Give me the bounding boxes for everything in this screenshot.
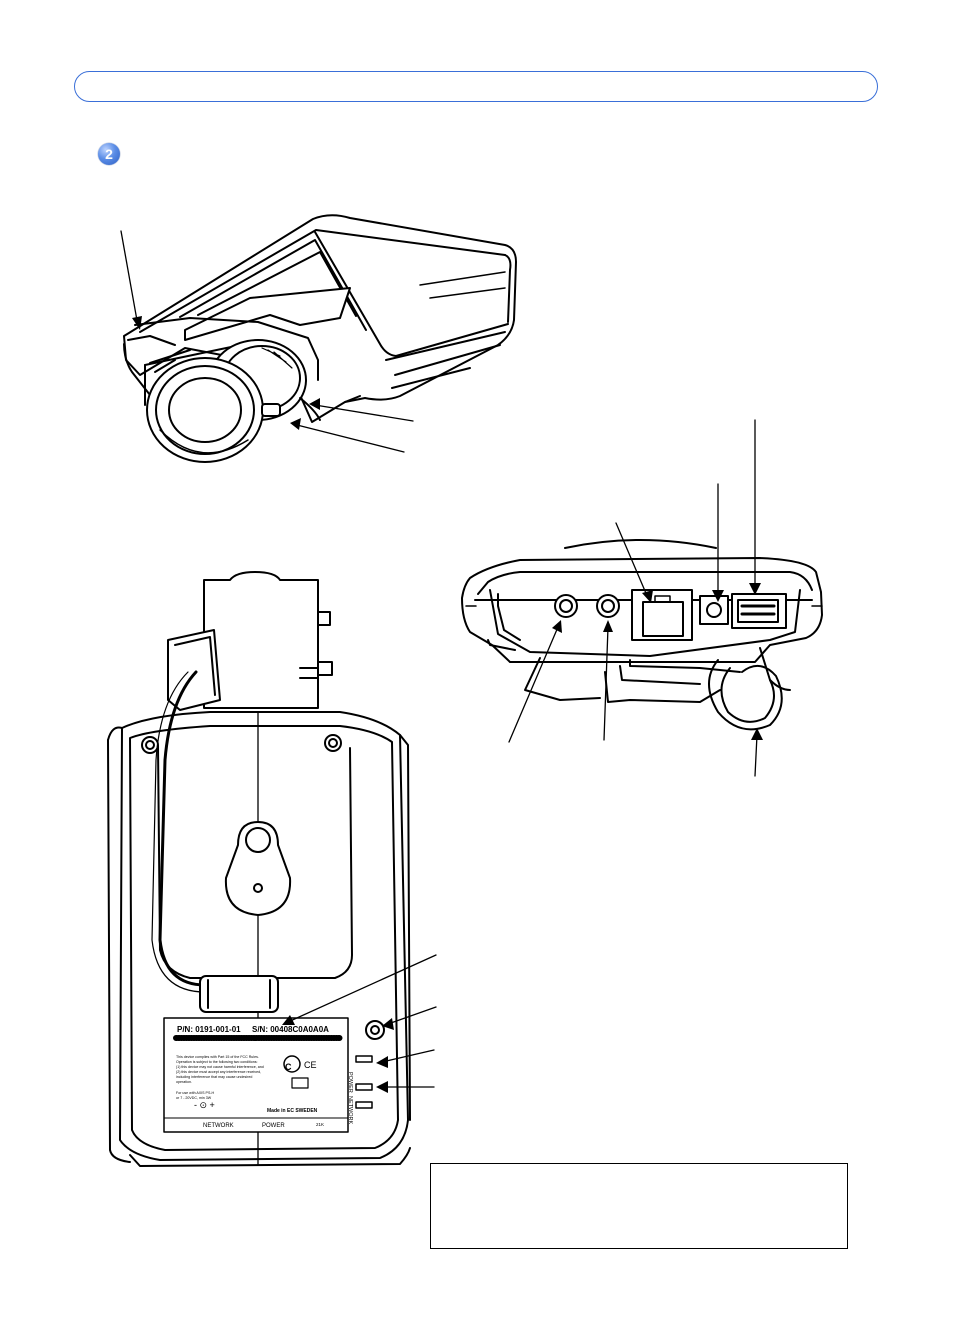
label-code: 21K — [316, 1122, 324, 1127]
step-badge: 2 — [98, 143, 120, 165]
rear-callouts — [508, 419, 758, 777]
label-power-spec-2: or 7 - 20VDC, min 3W — [176, 1096, 212, 1100]
front-view-camera — [123, 214, 517, 463]
header-bar — [74, 71, 878, 102]
label-compliance-6: operation. — [176, 1080, 192, 1084]
rear-view-camera — [461, 539, 823, 731]
label-serial-number: S/N: 00408C0A0A0A — [252, 1025, 329, 1034]
label-part-number: P/N: 0191-001-01 — [177, 1025, 241, 1034]
label-compliance-1: This device complies with Part 15 of the… — [176, 1055, 259, 1059]
label-polarity: - ⊙ + — [194, 1100, 215, 1110]
label-power: POWER — [262, 1123, 285, 1129]
label-origin: Made in EC SWEDEN — [267, 1108, 318, 1114]
label-compliance-3: (1) this device may not cause harmful in… — [176, 1065, 264, 1069]
front-callouts — [120, 230, 414, 453]
side-label-power: POWER — [347, 1072, 353, 1093]
bottom-callouts — [287, 954, 437, 1088]
bottom-view-camera — [107, 571, 411, 1167]
label-power-spec-1: For use with AXIS PS-H — [176, 1091, 215, 1095]
note-box — [430, 1163, 848, 1249]
side-label-network: NETWORK — [347, 1096, 353, 1124]
label-compliance-5: including interference that may cause un… — [176, 1075, 252, 1079]
label-compliance-4: (2) this device must accept any interfer… — [176, 1070, 261, 1074]
label-network: NETWORK — [203, 1123, 234, 1129]
label-compliance-2: Operation is subject to the following tw… — [176, 1060, 258, 1064]
label-ce-mark: CE — [304, 1060, 317, 1070]
label-c-tick: C — [285, 1062, 292, 1072]
